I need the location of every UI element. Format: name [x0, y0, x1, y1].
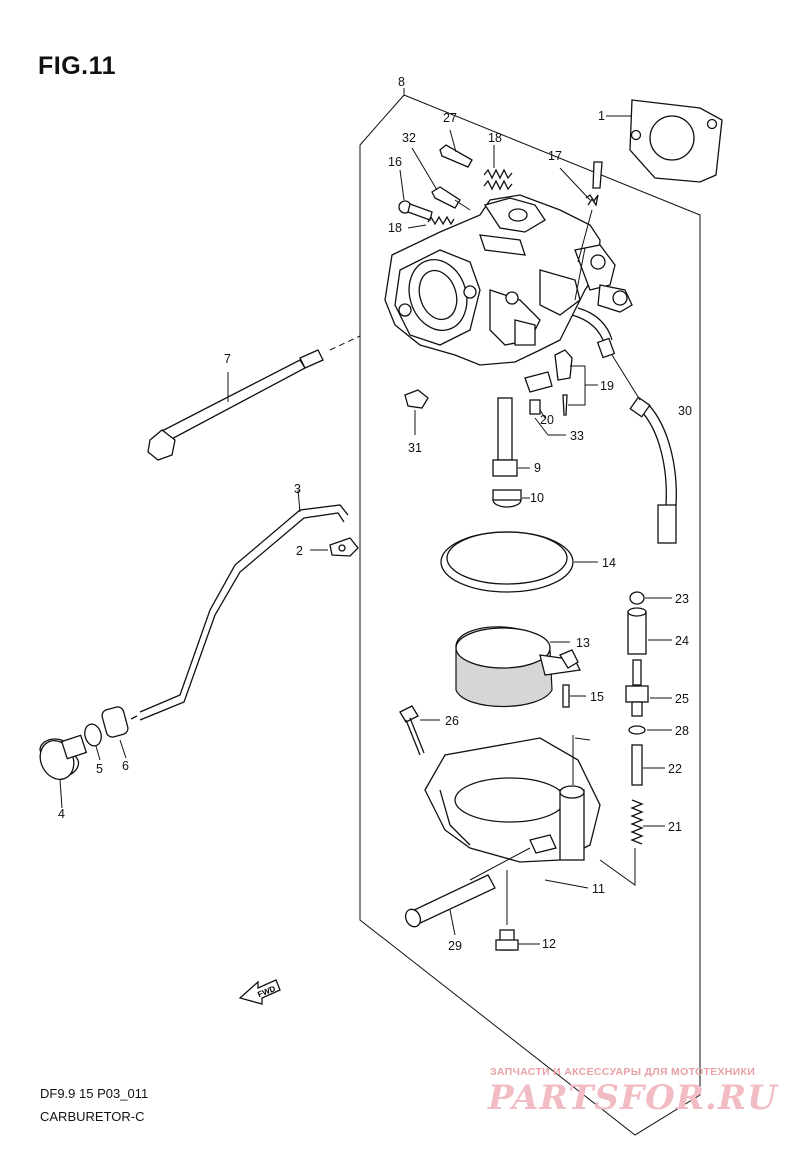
model-code: DF9.9 15 P03_011 — [40, 1086, 149, 1101]
part-31-screw — [404, 389, 429, 435]
part-16-screw — [398, 169, 433, 221]
callout-15: 15 — [590, 690, 604, 704]
part-32-pilot-screw — [411, 147, 471, 211]
callout-27: 27 — [443, 111, 457, 125]
callout-24: 24 — [675, 634, 689, 648]
callout-29: 29 — [448, 939, 462, 953]
assembly-name: CARBURETOR-C — [40, 1109, 145, 1124]
part-1-gasket — [629, 99, 723, 183]
part-22-rod — [631, 744, 665, 786]
part-21-spring — [630, 799, 665, 845]
callout-28: 28 — [675, 724, 689, 738]
callout-10: 10 — [530, 491, 544, 505]
watermark-logo: PARTSFOR.RU — [488, 1078, 778, 1118]
part-33-line — [534, 417, 566, 436]
fwd-label: FWD — [256, 984, 276, 999]
carburetor-body — [384, 194, 633, 366]
part-24-piston — [627, 607, 672, 655]
callout-13: 13 — [576, 636, 590, 650]
callout-20: 20 — [540, 413, 554, 427]
callout-1: 1 — [598, 109, 605, 123]
part-14-float-chamber-gasket — [440, 531, 598, 593]
part-18-spring-top — [483, 145, 513, 191]
callout-5: 5 — [96, 762, 103, 776]
callout-3: 3 — [294, 482, 301, 496]
part-23-cap — [629, 591, 672, 605]
callout-18-lower: 18 — [388, 221, 402, 235]
callout-2: 2 — [296, 544, 303, 558]
part-20-screw — [529, 399, 546, 419]
callout-31: 31 — [408, 441, 422, 455]
callout-30: 30 — [678, 404, 692, 418]
callout-23: 23 — [675, 592, 689, 606]
part-29-tube — [404, 847, 531, 936]
part-17-screw — [559, 161, 603, 263]
callout-21: 21 — [668, 820, 682, 834]
float-chamber-bowl — [424, 737, 601, 863]
callout-7: 7 — [224, 352, 231, 366]
callout-6: 6 — [122, 759, 129, 773]
callout-4: 4 — [58, 807, 65, 821]
callout-26: 26 — [445, 714, 459, 728]
watermark-tagline: ЗАПЧАСТИ И АКСЕССУАРЫ ДЛЯ МОТОТЕХНИКИ — [490, 1066, 756, 1078]
part-10-main-jet — [492, 489, 530, 508]
part-26-screw — [399, 705, 440, 756]
callout-14: 14 — [602, 556, 616, 570]
callout-11: 11 — [592, 882, 605, 896]
fwd-direction-arrow: FWD — [238, 979, 281, 1005]
part-3-choke-rod — [130, 489, 349, 721]
part-28-o-ring — [628, 725, 672, 735]
callout-17: 17 — [548, 149, 562, 163]
callout-8: 8 — [398, 75, 405, 89]
callout-33: 33 — [570, 429, 584, 443]
callout-19: 19 — [600, 379, 614, 393]
part-2-clip — [310, 537, 359, 557]
part-27-screw — [439, 129, 473, 168]
part-15-float-pin — [562, 684, 586, 708]
callout-32: 32 — [402, 131, 416, 145]
callout-22: 22 — [668, 762, 682, 776]
part-30-fuel-tube — [571, 307, 677, 544]
callout-16: 16 — [388, 155, 402, 169]
part-7-long-bolt — [147, 335, 361, 461]
part-6-grommet — [101, 706, 129, 759]
part-19-needle-valve — [524, 349, 598, 416]
part-11-callout-line — [544, 879, 589, 889]
part-4-choke-knob — [39, 734, 88, 809]
part-13-float — [455, 626, 581, 708]
callout-9: 9 — [534, 461, 541, 475]
callout-18-top: 18 — [488, 131, 502, 145]
part-5-nut — [84, 723, 102, 761]
part-18-spring-lower — [407, 215, 455, 229]
callout-12: 12 — [542, 937, 556, 951]
part-9-main-nozzle — [492, 397, 530, 477]
part-25-needle — [625, 659, 672, 717]
part-12-drain-screw — [495, 870, 540, 951]
callout-25: 25 — [675, 692, 689, 706]
figure-title: FIG.11 — [38, 52, 117, 80]
